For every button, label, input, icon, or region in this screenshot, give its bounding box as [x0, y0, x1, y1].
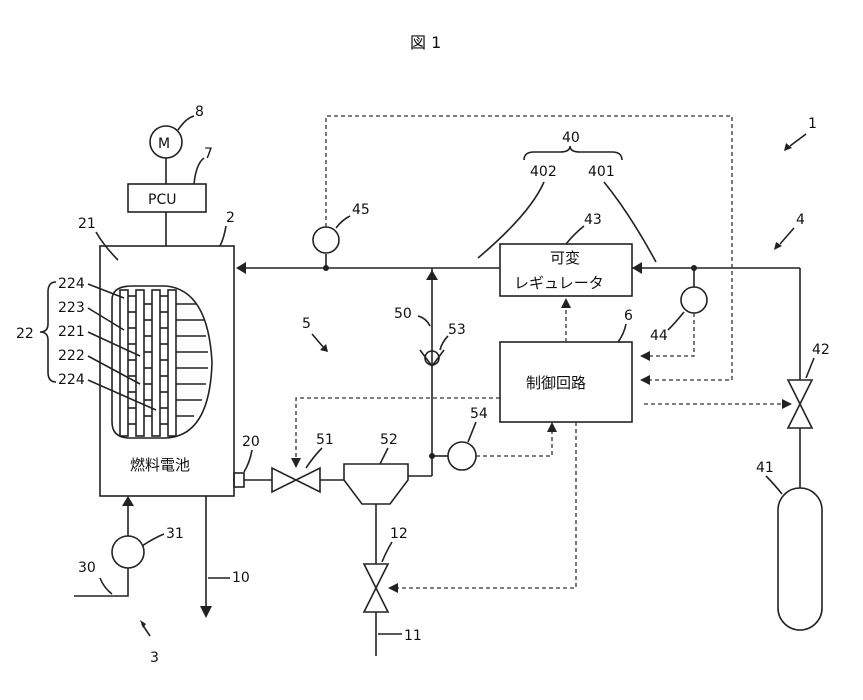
ref-45: 45: [352, 202, 370, 218]
arrow-sig12: [388, 583, 398, 593]
arrow-sig45: [640, 375, 650, 385]
regulator-label-1: 可変: [550, 249, 580, 267]
ref-30: 30: [78, 560, 96, 576]
arrow-sig42: [782, 399, 792, 409]
junction-45: [323, 265, 329, 271]
arrow-into-regulator: [632, 262, 642, 274]
leader-44: [668, 312, 684, 330]
ref-224-top: 224: [58, 276, 85, 292]
leader-12: [382, 542, 392, 562]
arrow-3: [140, 620, 146, 628]
ref-401: 401: [588, 164, 615, 180]
valve-51-left: [272, 468, 296, 492]
arrow-sig54: [547, 422, 557, 432]
leader-54: [468, 422, 476, 442]
ref-6: 6: [624, 308, 633, 324]
valve-51-right: [296, 468, 320, 492]
arrow-into-fc: [236, 262, 246, 274]
brace-22: [40, 282, 56, 382]
leader-2: [220, 226, 226, 246]
leader-31: [142, 534, 164, 546]
sensor-45: [313, 227, 339, 253]
regulator-label-2: レギュレータ: [514, 274, 604, 292]
valve-42-bottom: [788, 404, 812, 428]
leader-53: [440, 336, 448, 350]
ref-50: 50: [394, 306, 412, 322]
brace-40: [524, 146, 622, 160]
ref-21: 21: [78, 216, 96, 232]
arrow-exhaust: [200, 606, 212, 618]
outlet-20: [234, 473, 244, 487]
sensor-54: [448, 442, 476, 470]
ref-44: 44: [650, 328, 668, 344]
leader-50: [418, 316, 430, 326]
ref-40: 40: [562, 130, 580, 146]
ref-224-bottom: 224: [58, 372, 85, 388]
leader-20: [244, 450, 252, 472]
ref-221: 221: [58, 324, 85, 340]
valve-42-top: [788, 380, 812, 404]
leader-41: [766, 476, 782, 494]
ref-3: 3: [150, 650, 159, 666]
ref-52: 52: [380, 432, 398, 448]
ref-53: 53: [448, 322, 466, 338]
ref-8: 8: [195, 104, 204, 120]
gas-liquid-separator-52: [344, 464, 408, 504]
leader-6: [618, 324, 626, 342]
signal-54-to-control: [476, 428, 552, 456]
arrow-air-in: [122, 496, 134, 506]
arrow-circ-up: [426, 270, 438, 280]
arrow-1: [784, 143, 792, 151]
ref-223: 223: [58, 300, 85, 316]
ref-51: 51: [316, 432, 334, 448]
arrow-sig43: [561, 298, 571, 308]
signal-control-to-12: [392, 422, 576, 588]
ref-41: 41: [756, 460, 774, 476]
leader-43: [566, 226, 584, 244]
arrow-sig51: [291, 458, 301, 468]
valve-12-bottom: [364, 588, 388, 612]
ref-20: 20: [242, 434, 260, 450]
ref-222: 222: [58, 348, 85, 364]
ref-42: 42: [812, 342, 830, 358]
motor-label: M: [158, 136, 170, 152]
sensor-44: [681, 287, 707, 313]
pcu-label: PCU: [148, 192, 176, 208]
leader-30: [100, 578, 112, 594]
ref-11: 11: [404, 628, 422, 644]
leader-42: [806, 358, 814, 378]
ref-402: 402: [530, 164, 557, 180]
ref-31: 31: [166, 526, 184, 542]
ref-1: 1: [808, 116, 817, 132]
leader-52: [380, 448, 388, 464]
fuel-cell-label: 燃料電池: [130, 456, 190, 474]
leader-51: [306, 448, 322, 468]
ref-10: 10: [232, 570, 250, 586]
ref-54: 54: [470, 406, 488, 422]
pump-31: [112, 536, 144, 568]
arrow-sig44: [640, 351, 650, 361]
figure-title: 図 1: [410, 33, 441, 52]
leader-7: [194, 158, 204, 184]
ref-22: 22: [16, 326, 34, 342]
ref-4: 4: [796, 212, 805, 228]
ref-5: 5: [302, 316, 311, 332]
control-circuit-label: 制御回路: [526, 374, 586, 392]
ref-12: 12: [390, 526, 408, 542]
leader-8: [178, 116, 194, 130]
ref-7: 7: [204, 146, 213, 162]
ref-43: 43: [584, 212, 602, 228]
leader-4: [780, 228, 794, 244]
leader-1: [790, 134, 806, 146]
valve-12-top: [364, 564, 388, 588]
ref-2: 2: [226, 210, 235, 226]
hydrogen-tank-41: [778, 488, 822, 630]
leader-5: [312, 334, 324, 348]
leader-45: [336, 216, 350, 228]
